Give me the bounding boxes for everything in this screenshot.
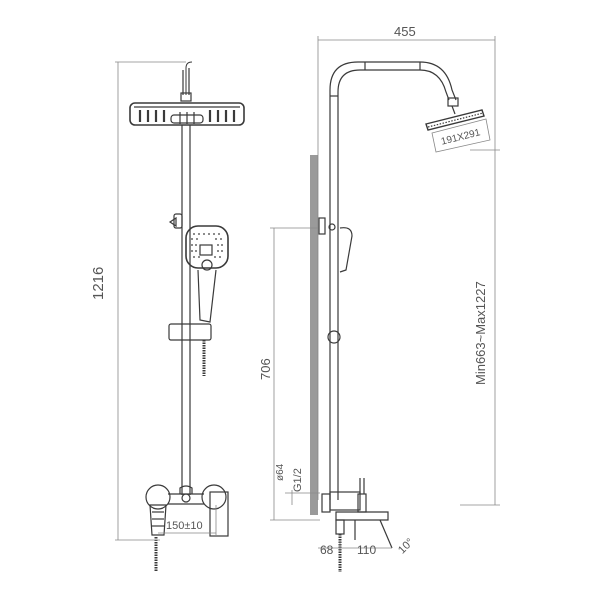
mixer-body [145, 484, 229, 572]
dim-inlet-centers: 150±10 [166, 520, 203, 532]
overhead-shower-head [129, 102, 245, 126]
dim-wall-to-body: 68 [320, 543, 334, 557]
front-view [129, 61, 245, 572]
dim-spout-length: 110 [357, 543, 377, 557]
dim-inlet-offset: ø64 [275, 463, 286, 481]
dim-arm-reach: 455 [394, 24, 416, 39]
side-view [310, 61, 485, 572]
dim-total-height: 1216 [90, 266, 107, 300]
hand-shower [185, 225, 229, 323]
dim-holder-height: 706 [258, 358, 273, 380]
wall [310, 155, 318, 515]
dim-height-range: Min663~Max1227 [473, 281, 488, 385]
front-view-dimensions [115, 61, 217, 541]
side-view-dimensions [270, 36, 500, 552]
dim-thread: G1/2 [292, 468, 304, 492]
side-overhead-shower-head [425, 105, 485, 131]
